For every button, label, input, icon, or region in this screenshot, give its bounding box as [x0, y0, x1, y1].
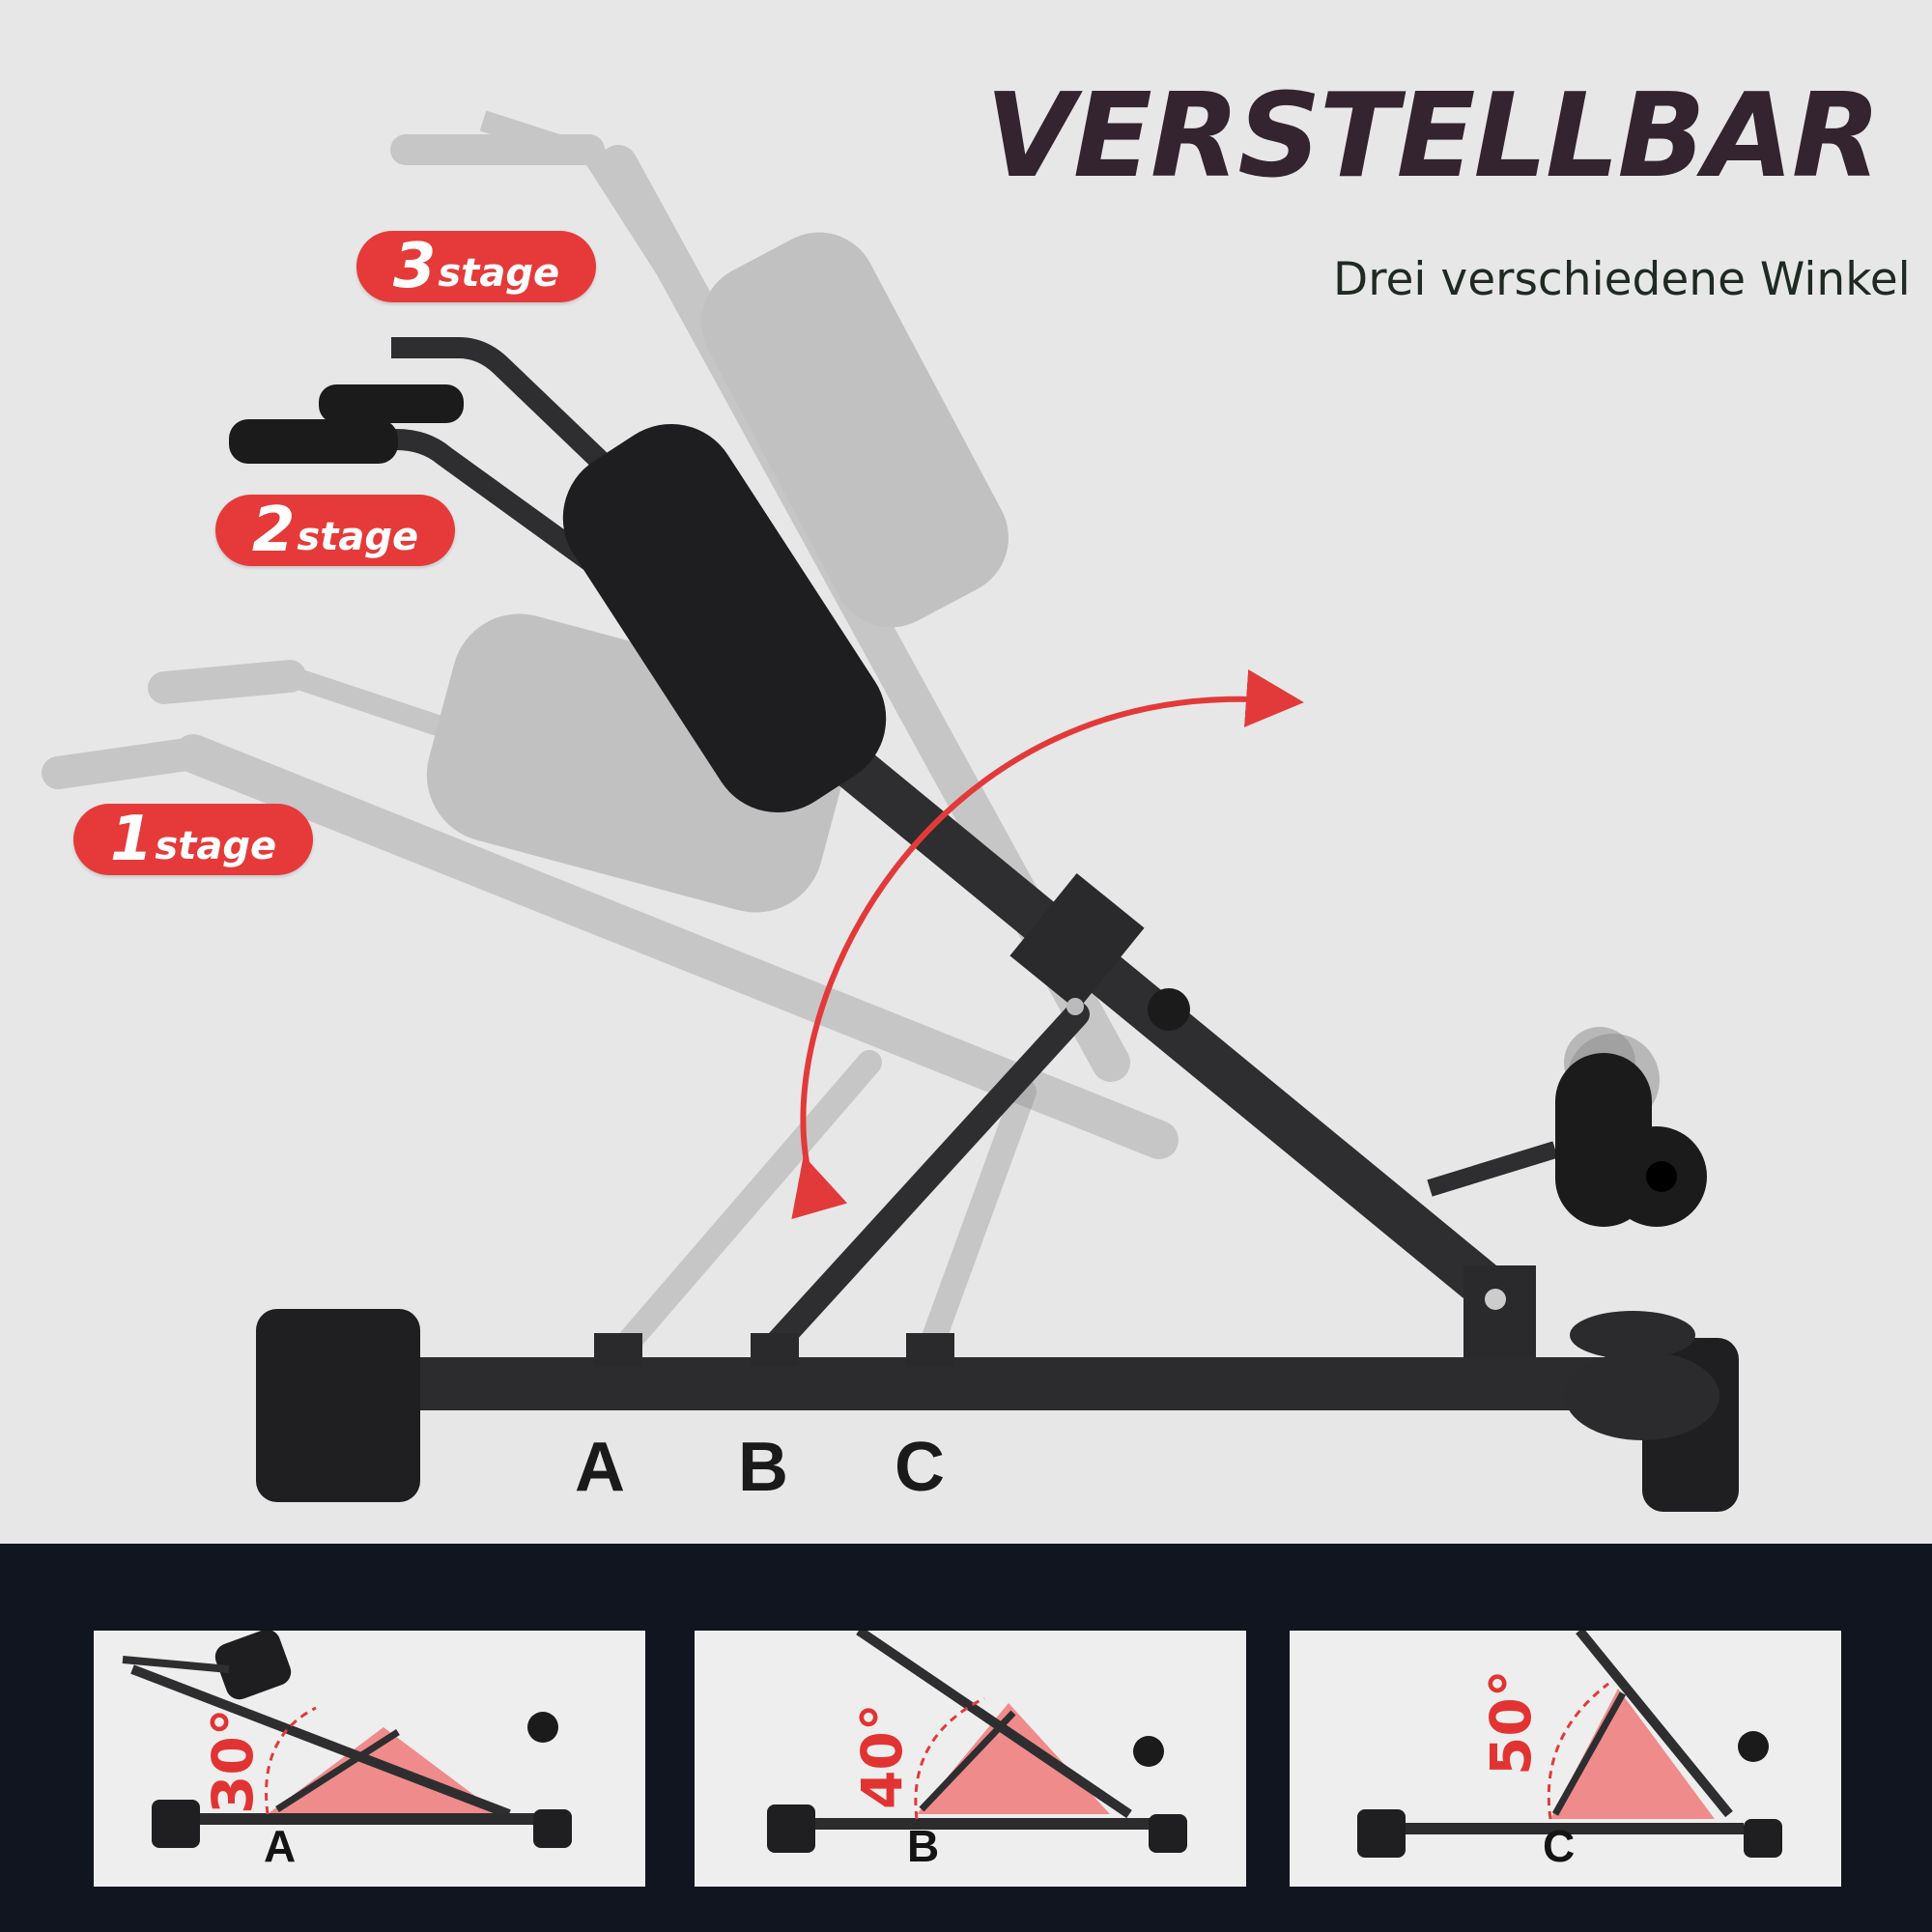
stage-badge-3: 3 stage	[356, 231, 596, 302]
headline: VERSTELLBAR	[985, 70, 1881, 204]
angle-value: 50°	[1478, 1669, 1544, 1776]
stage-number: 1	[109, 804, 154, 875]
panel-position-label: B	[907, 1821, 940, 1871]
position-label-b: B	[738, 1429, 788, 1506]
bench-illustration	[42, 110, 1739, 1512]
stage-badge-1: 1 stage	[73, 804, 313, 875]
panel-position-label: C	[1543, 1821, 1576, 1871]
panel-b-illustration	[767, 1631, 1187, 1853]
stage-number: 3	[392, 231, 437, 302]
angle-value: 40°	[849, 1703, 915, 1809]
panel-position-label: A	[264, 1821, 297, 1871]
angle-panel-b: 40° B	[695, 1631, 1246, 1887]
stage-word: stage	[297, 515, 419, 559]
panel-c-illustration	[1357, 1631, 1782, 1858]
position-label-c: C	[895, 1429, 945, 1506]
subline: Drei verschiedene Winkel	[1333, 253, 1911, 306]
hero-area: VERSTELLBAR Drei verschiedene Winkel 3 s…	[42, 70, 1911, 1512]
angle-panel-c: 50° C	[1290, 1631, 1841, 1887]
bench-base	[256, 1309, 1739, 1512]
position-label-a: A	[575, 1429, 625, 1506]
angle-panel-a: 30° A	[94, 1631, 645, 1887]
stage-word: stage	[155, 824, 277, 868]
panel-a-illustration	[122, 1631, 572, 1848]
angle-value: 30°	[200, 1708, 266, 1814]
adjust-arrow	[791, 669, 1304, 1220]
stage-number: 2	[251, 495, 296, 566]
stage-badge-2: 2 stage	[215, 495, 455, 566]
stage-word: stage	[438, 251, 560, 296]
